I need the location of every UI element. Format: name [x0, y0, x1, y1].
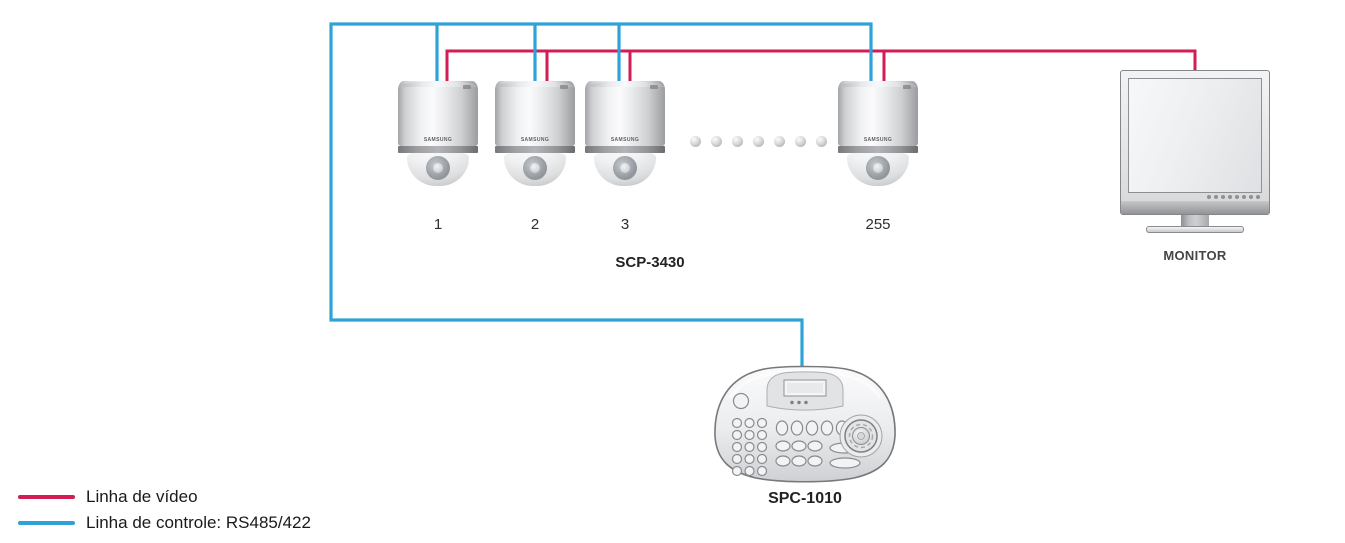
control-line-swatch: [18, 521, 75, 525]
camera-brand-text: SAMSUNG: [863, 137, 893, 143]
ptz-camera-255: SAMSUNG: [838, 81, 918, 186]
camera-number-2: 2: [530, 216, 540, 233]
ellipsis-dot: [774, 136, 785, 147]
camera-logo-mark: [650, 85, 658, 89]
camera-dome: [407, 153, 469, 186]
camera-group-model-label: SCP-3430: [615, 254, 685, 271]
camera-logo-mark: [560, 85, 568, 89]
monitor-button-dot: [1235, 195, 1239, 199]
legend-row-video: Linha de vídeo: [18, 484, 311, 510]
monitor: [1120, 70, 1270, 215]
control-line-label: Linha de controle: RS485/422: [86, 513, 311, 532]
camera-lens: [523, 156, 547, 180]
monitor-button-dot: [1242, 195, 1246, 199]
camera-lens: [613, 156, 637, 180]
camera-ellipsis-dots: [690, 136, 827, 147]
monitor-button-dot: [1249, 195, 1253, 199]
camera-band: [585, 146, 665, 153]
control-bus-line: [329, 22, 873, 367]
video-line-group: [445, 49, 1197, 82]
camera-body: SAMSUNG: [495, 81, 575, 146]
monitor-button-dot: [1256, 195, 1260, 199]
camera-body: SAMSUNG: [838, 81, 918, 146]
monitor-stand-base: [1146, 226, 1244, 233]
camera-dome: [847, 153, 909, 186]
ptz-camera-1: SAMSUNG: [398, 81, 478, 186]
controller-model-label: SPC-1010: [768, 490, 842, 507]
ellipsis-dot: [732, 136, 743, 147]
legend-row-control: Linha de controle: RS485/422: [18, 510, 311, 536]
controller-joystick: [839, 414, 883, 458]
ptz-camera-2: SAMSUNG: [495, 81, 575, 186]
camera-brand-text: SAMSUNG: [520, 137, 550, 143]
ptz-camera-3: SAMSUNG: [585, 81, 665, 186]
camera-number-1: 1: [433, 216, 443, 233]
legend: Linha de vídeo Linha de controle: RS485/…: [18, 484, 311, 536]
monitor-button-dot: [1221, 195, 1225, 199]
camera-number-255: 255: [865, 216, 891, 233]
camera-dome: [594, 153, 656, 186]
camera-band: [398, 146, 478, 153]
control-line-group: [329, 22, 873, 367]
monitor-bottom-strip: [1121, 201, 1269, 214]
monitor-button-dot: [1207, 195, 1211, 199]
indicator-led: [797, 400, 801, 405]
ellipsis-dot: [816, 136, 827, 147]
ellipsis-dot: [795, 136, 806, 147]
video-line-swatch: [18, 495, 75, 499]
controller-display-panel: [766, 371, 844, 411]
camera-logo-mark: [903, 85, 911, 89]
controller-keyboard: [714, 365, 896, 483]
camera-number-3: 3: [620, 216, 630, 233]
camera-body: SAMSUNG: [398, 81, 478, 146]
video-bus-line: [445, 49, 1197, 82]
camera-brand-text: SAMSUNG: [423, 137, 453, 143]
camera-band: [495, 146, 575, 153]
camera-body: SAMSUNG: [585, 81, 665, 146]
controller-lcd-glass: [787, 383, 823, 393]
ellipsis-dot: [753, 136, 764, 147]
camera-dome: [504, 153, 566, 186]
ellipsis-dot: [711, 136, 722, 147]
indicator-led: [790, 400, 794, 405]
power-key: [732, 392, 750, 410]
monitor-screen: [1128, 78, 1262, 193]
monitor-stand-neck: [1181, 215, 1209, 226]
camera-brand-text: SAMSUNG: [610, 137, 640, 143]
camera-lens: [866, 156, 890, 180]
ellipsis-dot: [690, 136, 701, 147]
camera-lens: [426, 156, 450, 180]
video-line-label: Linha de vídeo: [86, 487, 198, 506]
monitor-button-dot: [1214, 195, 1218, 199]
camera-band: [838, 146, 918, 153]
monitor-label: MONITOR: [1163, 248, 1227, 263]
monitor-button-dot: [1228, 195, 1232, 199]
monitor-control-buttons: [1207, 195, 1260, 199]
indicator-led: [804, 400, 808, 405]
camera-logo-mark: [463, 85, 471, 89]
